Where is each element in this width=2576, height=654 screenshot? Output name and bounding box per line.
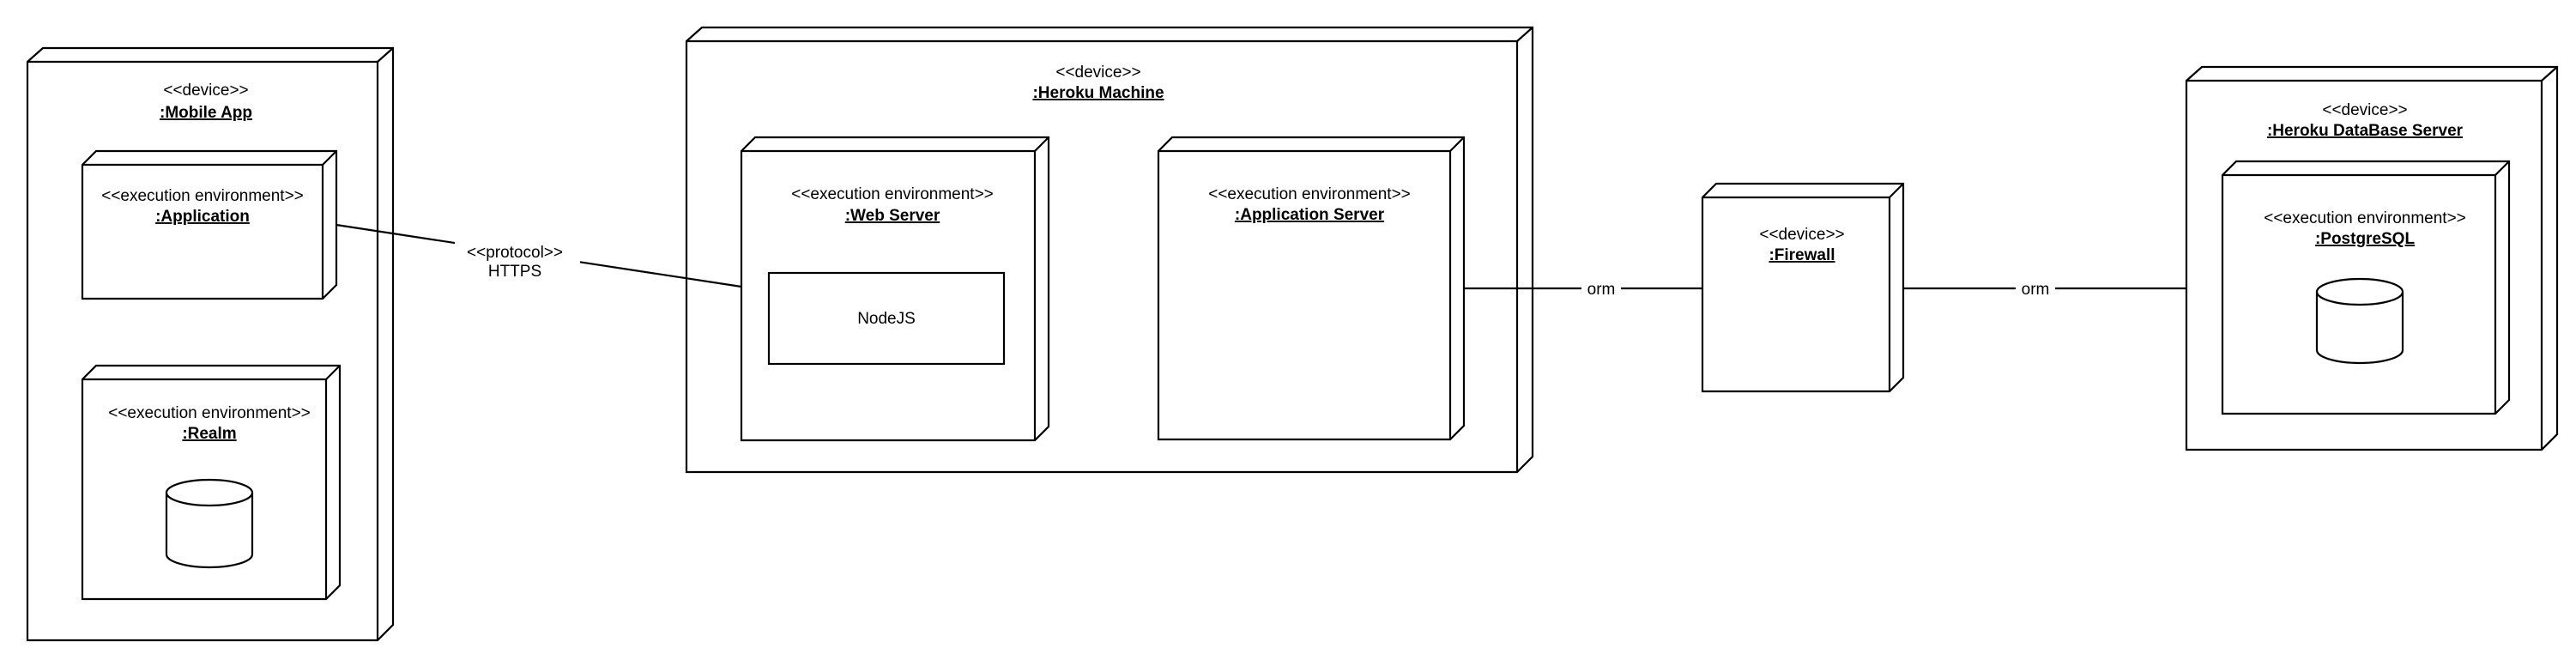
database-icon	[2315, 277, 2404, 365]
firewall-node[interactable]: <<device>> :Firewall	[1701, 182, 1905, 393]
firewall-stereotype: <<device>>	[1759, 226, 1844, 244]
application-server-stereotype: <<execution environment>>	[1208, 185, 1411, 203]
realm-name: :Realm	[182, 425, 236, 443]
application-name: :Application	[155, 208, 250, 226]
orm-connector-app-firewall[interactable]: orm	[1464, 278, 1702, 299]
heroku-machine-stereotype: <<device>>	[1055, 64, 1140, 82]
heroku-db-server-name: :Heroku DataBase Server	[2267, 122, 2464, 140]
orm-connector-firewall-db[interactable]: orm	[1903, 278, 2186, 299]
application-server-node[interactable]: <<execution environment>> :Application S…	[1157, 136, 1466, 441]
nodejs-component[interactable]: NodeJS	[767, 271, 1006, 366]
postgresql-name: :PostgreSQL	[2315, 230, 2416, 248]
postgresql-node[interactable]: <<execution environment>> :PostgreSQL	[2221, 160, 2511, 415]
web-server-stereotype: <<execution environment>>	[791, 185, 994, 203]
application-node[interactable]: <<execution environment>> :Application	[81, 149, 338, 300]
heroku-db-server-stereotype: <<device>>	[2322, 101, 2407, 119]
postgresql-stereotype: <<execution environment>>	[2264, 209, 2466, 227]
application-stereotype: <<execution environment>>	[101, 187, 304, 205]
orm-connector-firewall-db-label: orm	[2022, 281, 2050, 299]
https-connector-label: HTTPS	[488, 263, 541, 281]
https-connector-stereotype: <<protocol>>	[467, 244, 563, 262]
database-icon	[165, 478, 254, 569]
application-server-name: :Application Server	[1235, 206, 1385, 224]
orm-connector-app-firewall-label: orm	[1587, 281, 1616, 299]
nodejs-label: NodeJS	[857, 310, 916, 328]
https-connector[interactable]: <<protocol>> HTTPS	[336, 223, 742, 288]
realm-node[interactable]: <<execution environment>> :Realm	[81, 364, 342, 601]
web-server-name: :Web Server	[845, 207, 940, 225]
heroku-machine-name: :Heroku Machine	[1032, 84, 1164, 102]
mobile-app-stereotype: <<device>>	[163, 82, 248, 100]
mobile-app-name: :Mobile App	[160, 104, 252, 122]
firewall-name: :Firewall	[1769, 246, 1835, 264]
realm-stereotype: <<execution environment>>	[108, 404, 311, 422]
